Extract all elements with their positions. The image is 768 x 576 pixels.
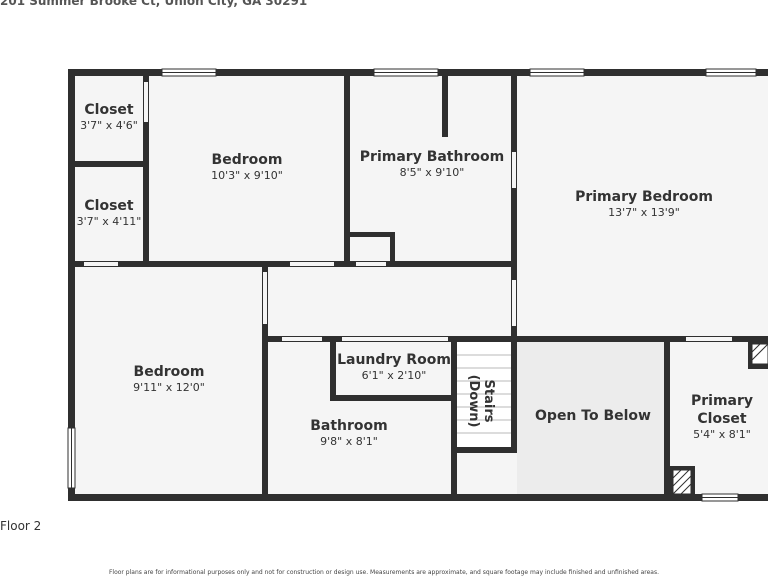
room-name: Bedroom (133, 364, 205, 380)
hatch-lines-bottom (672, 469, 692, 495)
room-name: Primary Closet (690, 393, 754, 427)
room-name: Bedroom (211, 152, 283, 168)
stairs-label: Stairs (Down) (466, 375, 496, 428)
openings (84, 82, 732, 341)
room-primary-bathroom: Primary Bathroom 8'5" x 9'10" (360, 148, 504, 180)
wall-bedroom2-right (262, 266, 268, 498)
room-name: Closet (84, 198, 134, 214)
property-address: 201 Summer Brooke Ct, Union City, GA 302… (0, 0, 308, 8)
room-dimensions: 6'1" x 2'10" (361, 369, 427, 382)
stairs-label-line1: Stairs (481, 379, 496, 423)
wall-laundry-right (451, 339, 457, 498)
stairs-label-line2: (Down) (466, 374, 481, 428)
open-to-below-area (517, 341, 666, 494)
room-bedroom-1: Bedroom 10'3" x 9'10" (211, 151, 283, 183)
wall-primary-bedroom-bottom (515, 336, 768, 342)
room-dimensions: 9'11" x 12'0" (133, 381, 205, 394)
wall-laundry-bottom (330, 395, 455, 401)
room-name: Closet (84, 102, 134, 118)
room-closet-1: Closet 3'7" x 4'6" (80, 101, 138, 133)
room-name: Open To Below (535, 408, 651, 424)
wall-bedroom-right (344, 73, 350, 265)
room-name: Bathroom (310, 418, 388, 434)
room-dimensions: 9'8" x 8'1" (320, 435, 378, 448)
wall-stairs-right (511, 340, 517, 452)
room-name: Primary Bedroom (575, 189, 713, 205)
room-open-to-below: Open To Below (535, 407, 651, 425)
room-dimensions: 8'5" x 9'10" (399, 166, 465, 179)
room-bedroom-2: Bedroom 9'11" x 12'0" (133, 363, 205, 395)
room-dimensions: 5'4" x 8'1" (693, 428, 751, 441)
wall-bottom (68, 494, 768, 501)
floor-label: Floor 2 (0, 519, 42, 533)
room-primary-closet: Primary Closet 5'4" x 8'1" (691, 392, 753, 442)
room-dimensions: 3'7" x 4'6" (80, 119, 138, 132)
wall-bath-stub (442, 73, 448, 137)
room-dimensions: 13'7" x 13'9" (608, 206, 680, 219)
hatch-fill-bottom (672, 469, 692, 495)
room-dimensions: 3'7" x 4'11" (76, 215, 142, 228)
wall-bath-closet-right (390, 232, 395, 264)
wall-open-right (664, 339, 670, 498)
stair-treads (457, 354, 511, 434)
wall-left (68, 69, 75, 501)
room-name: Laundry Room (337, 352, 451, 368)
wall-closet-right (143, 73, 149, 265)
room-dimensions: 10'3" x 9'10" (211, 169, 283, 182)
wall-laundry-left (330, 339, 336, 401)
hatch-lines-right (751, 343, 768, 361)
room-name: Primary Bathroom (359, 149, 505, 165)
wall-bath-closet-top (346, 232, 394, 237)
room-primary-bedroom: Primary Bedroom 13'7" x 13'9" (575, 188, 713, 220)
room-closet-2: Closet 3'7" x 4'11" (77, 197, 142, 229)
disclaimer: Floor plans are for informational purpos… (108, 569, 660, 576)
wall-stairs-bottom (454, 447, 517, 453)
room-bathroom: Bathroom 9'8" x 8'1" (310, 417, 388, 449)
wall-bath-right (511, 73, 517, 343)
room-laundry: Laundry Room 6'1" x 2'10" (337, 351, 451, 383)
wall-closet-divider (72, 161, 148, 167)
window-mid-lines (71, 72, 756, 498)
